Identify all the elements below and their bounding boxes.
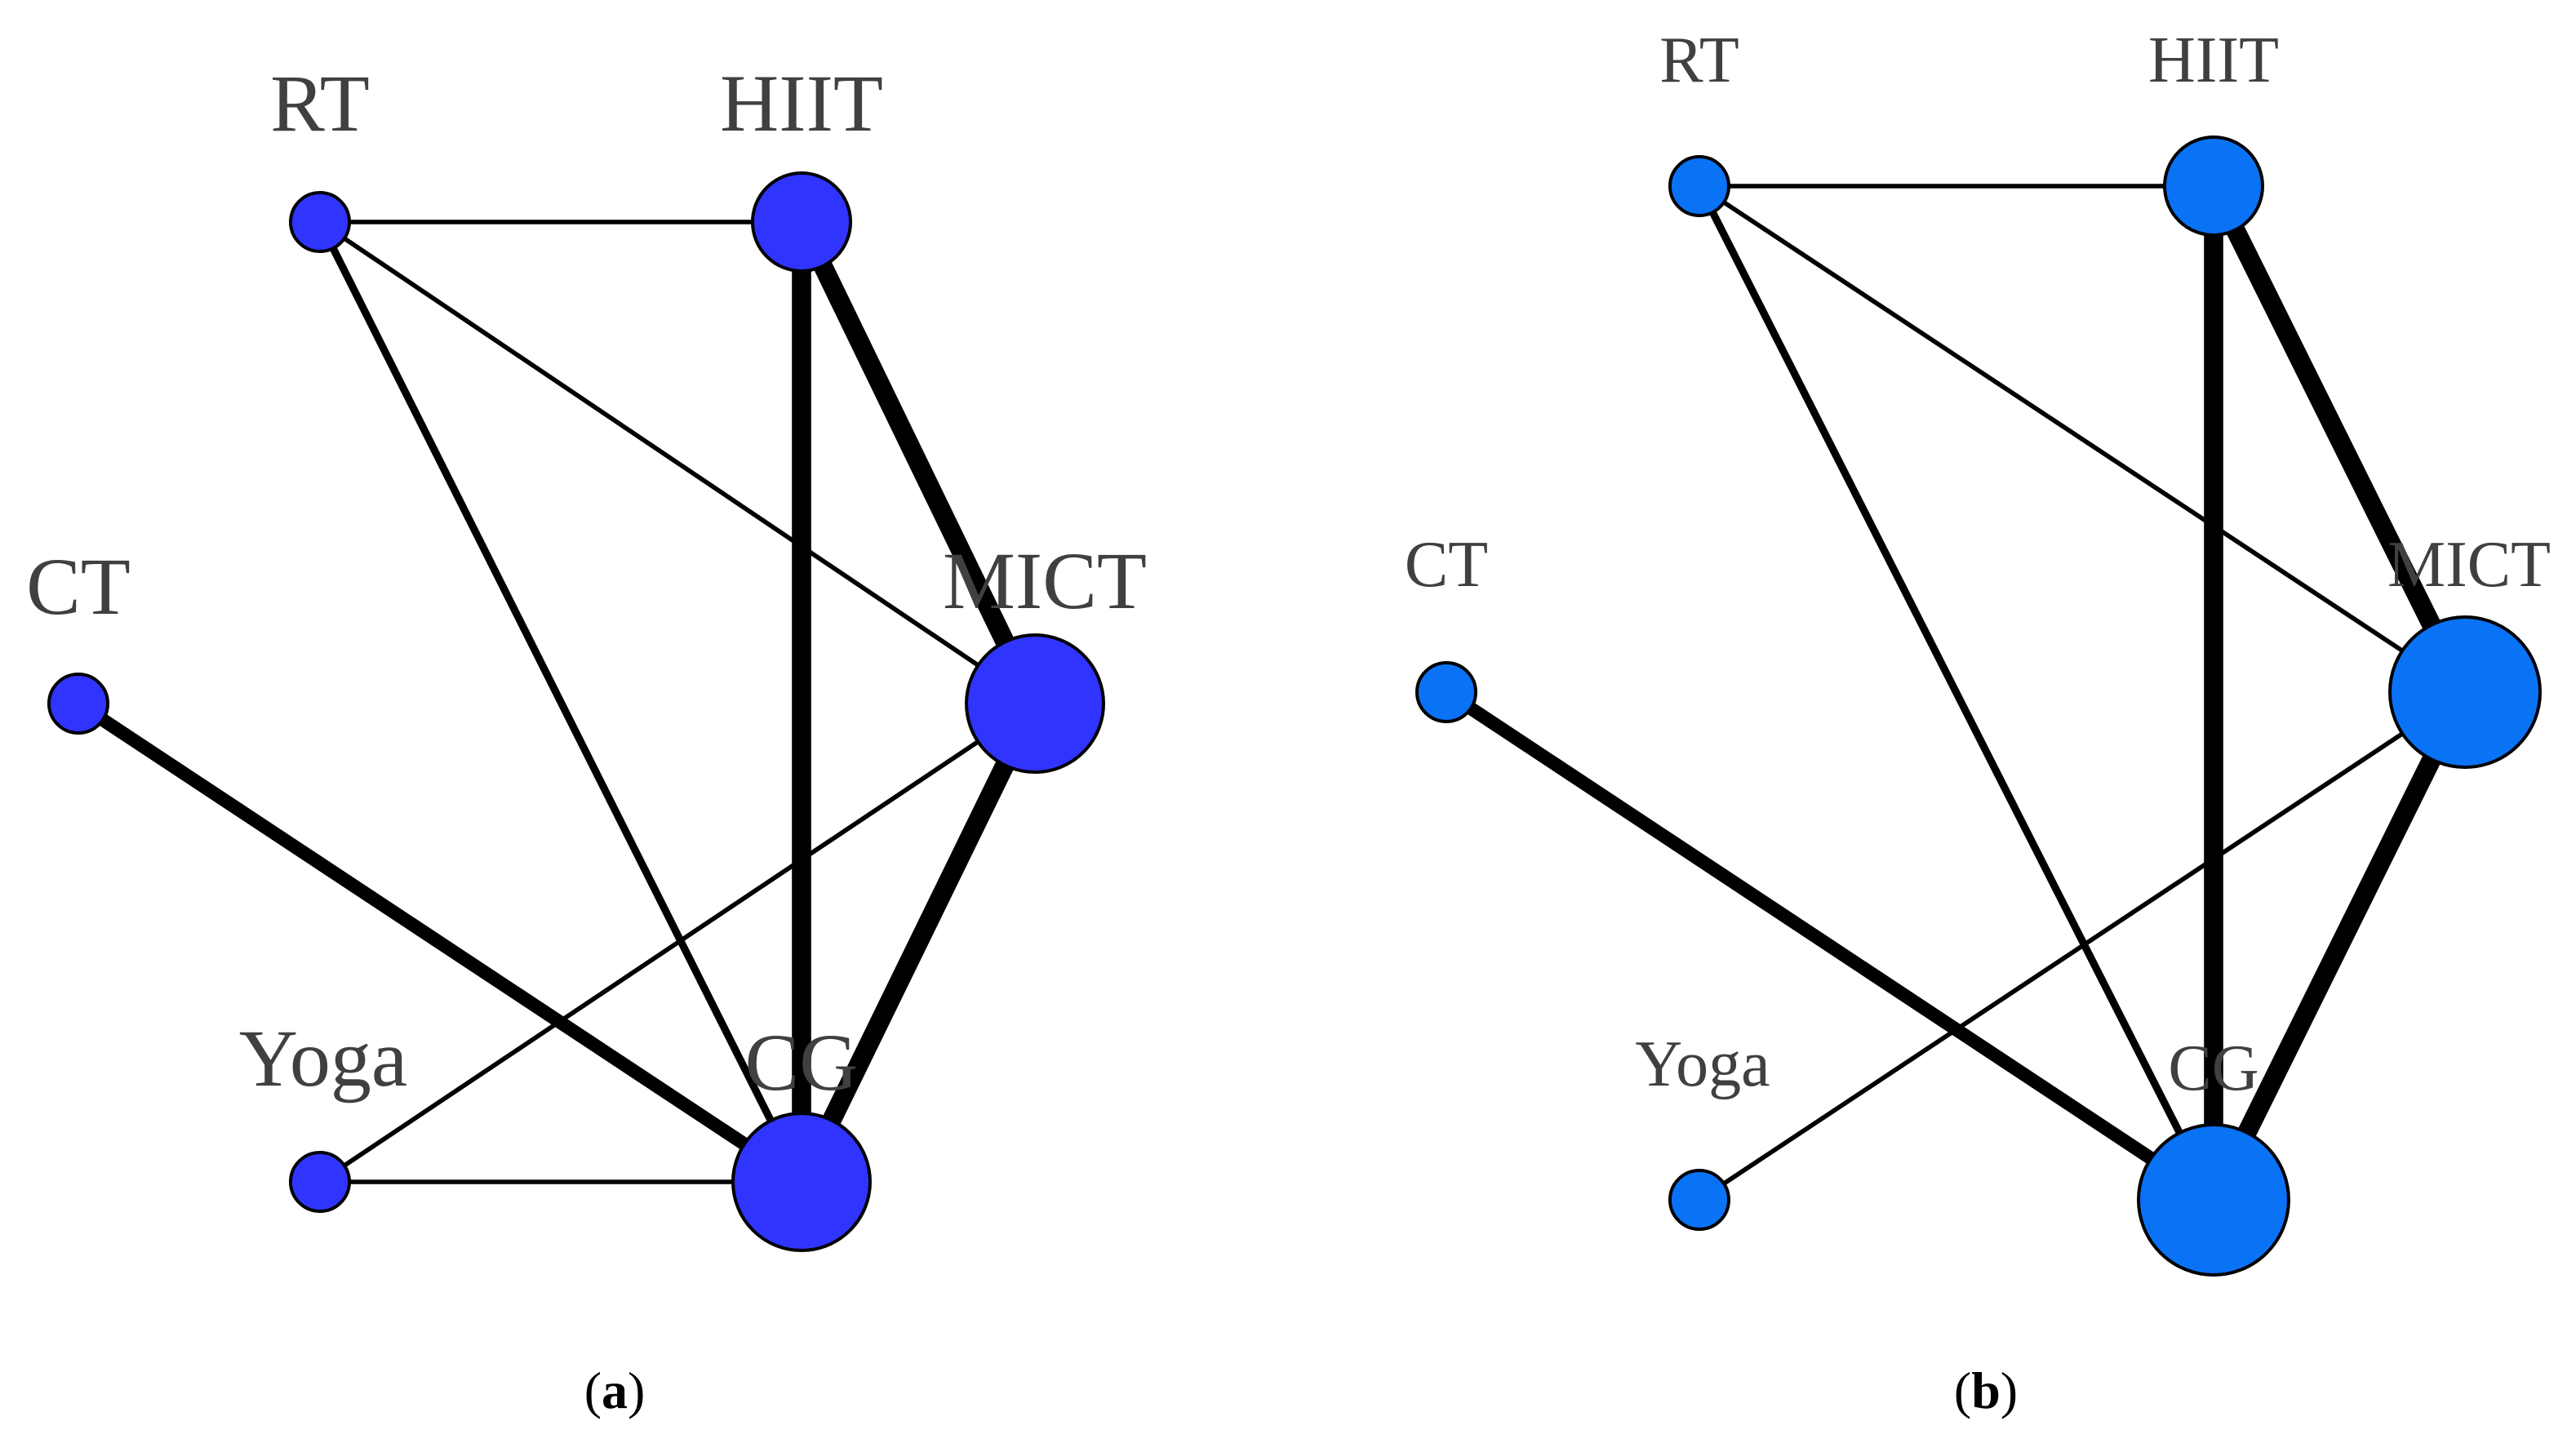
panel-b-node-hiit bbox=[2163, 135, 2264, 237]
panel-a-nodes bbox=[47, 171, 1105, 1252]
panel-a-edge-hiit-mict bbox=[793, 217, 1044, 708]
panel-a-node-hiit bbox=[751, 171, 852, 273]
panel-a-network: RT HIIT CT MICT Yoga CG (a) bbox=[26, 58, 1147, 1419]
panel-b-node-cg bbox=[2137, 1123, 2290, 1277]
panel-a-node-mict bbox=[965, 633, 1105, 774]
panel-a-label-hiit: HIIT bbox=[720, 58, 883, 149]
panel-a-caption: (a) bbox=[584, 1361, 646, 1419]
panel-a-edges bbox=[74, 217, 1044, 1188]
panel-b-edge-hiit-mict bbox=[2205, 181, 2474, 697]
panel-a-node-rt bbox=[289, 191, 351, 253]
panel-a-node-yoga bbox=[289, 1151, 351, 1213]
panel-b-label-cg: CG bbox=[2168, 1033, 2258, 1104]
panel-b-node-yoga bbox=[1668, 1169, 1730, 1231]
panel-b-label-hiit: HIIT bbox=[2148, 24, 2279, 96]
panel-a-label-cg: CG bbox=[745, 1017, 859, 1108]
panel-b-nodes bbox=[1415, 135, 2542, 1277]
panel-b-edge-rt-mict bbox=[1698, 184, 2467, 695]
panel-b-caption: (b) bbox=[1954, 1361, 2018, 1419]
panel-a-label-rt: RT bbox=[270, 58, 370, 149]
panel-b-edges bbox=[1442, 181, 2474, 1206]
panel-a-node-cg bbox=[731, 1112, 872, 1252]
panel-a-label-ct: CT bbox=[26, 541, 131, 632]
panel-a-edge-ct-cg bbox=[74, 698, 806, 1188]
panel-a-label-mict: MICT bbox=[943, 535, 1147, 626]
panel-b-node-mict bbox=[2388, 615, 2542, 769]
panel-a-edge-rt-cg bbox=[316, 220, 806, 1184]
panel-a-edge-rt-mict bbox=[318, 220, 1037, 706]
panel-b-label-rt: RT bbox=[1659, 24, 1739, 96]
panel-b-edge-mict-cg bbox=[2205, 687, 2474, 1205]
panel-b-edge-yoga-mict bbox=[1698, 690, 2467, 1202]
panel-a-edge-yoga-mict bbox=[318, 701, 1037, 1184]
panel-b-label-yoga: Yoga bbox=[1635, 1028, 1770, 1100]
panel-a-node-ct bbox=[47, 673, 109, 735]
panel-b-edge-rt-cg bbox=[1695, 184, 2218, 1202]
panel-b-label-mict: MICT bbox=[2387, 529, 2551, 601]
panel-a-edge-mict-cg bbox=[793, 699, 1044, 1187]
panel-b-edge-ct-cg bbox=[1442, 686, 2218, 1206]
panel-b-node-ct bbox=[1415, 661, 1477, 723]
panel-b-labels: RT HIIT CT MICT Yoga CG bbox=[1405, 24, 2551, 1104]
panel-a-labels: RT HIIT CT MICT Yoga CG bbox=[26, 58, 1147, 1108]
panel-b-network: RT HIIT CT MICT Yoga CG (b) bbox=[1405, 24, 2551, 1419]
panel-a-label-yoga: Yoga bbox=[239, 1013, 408, 1104]
panel-b-label-ct: CT bbox=[1405, 529, 1488, 601]
panel-b-node-rt bbox=[1668, 155, 1730, 217]
